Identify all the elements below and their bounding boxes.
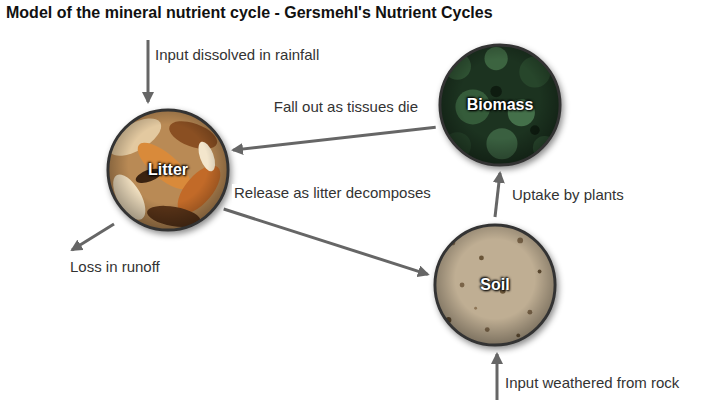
flow-arrow — [495, 173, 500, 217]
flow-label: Release as litter decomposes — [232, 184, 433, 202]
flow-note: Loss in runoff — [68, 258, 162, 276]
nutrient-store-circle: Soil — [433, 223, 557, 347]
nutrient-store-circle: Biomass — [438, 43, 562, 167]
nutrient-store-circle: Litter — [106, 108, 230, 232]
store-name: Litter — [148, 161, 188, 179]
rainfall-arrow — [147, 40, 150, 102]
weathering-arrow — [496, 354, 499, 400]
store-name: Biomass — [467, 96, 534, 114]
flow-label: Fall out as tissues die — [272, 98, 420, 116]
flow-arrow — [233, 127, 436, 150]
store-name: Soil — [480, 276, 509, 294]
flow-note: Input dissolved in rainfall — [153, 46, 321, 64]
flow-arrow — [224, 209, 428, 274]
flow-note: Input weathered from rock — [503, 374, 681, 392]
flow-label: Uptake by plants — [510, 186, 626, 204]
diagram-title: Model of the mineral nutrient cycle - Ge… — [6, 4, 493, 22]
runoff-arrow — [72, 224, 114, 250]
